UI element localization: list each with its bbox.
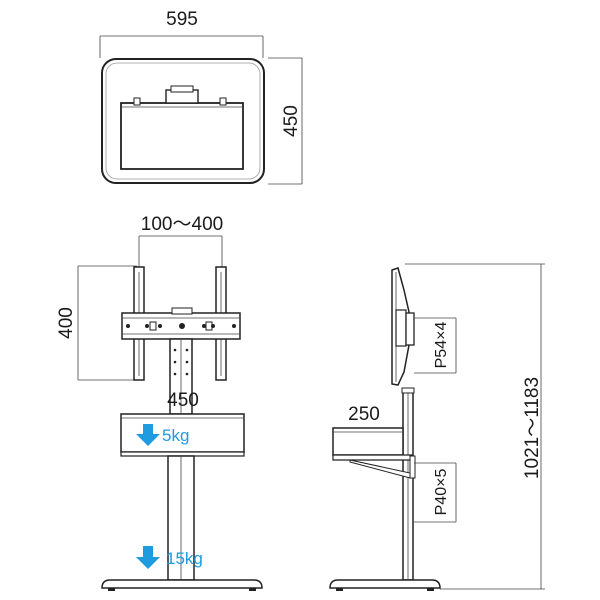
base-load-arrow-icon — [136, 546, 160, 569]
base-load-label: 15kg — [166, 549, 203, 568]
mount-pitch-label: P54×4 — [433, 322, 450, 369]
front-view: 100～400 400 — [56, 214, 263, 591]
shelf-depth-label: 250 — [348, 404, 380, 425]
top-depth-dimension: 450 — [268, 57, 303, 185]
height-range-dimension: 1021～1183 — [405, 263, 545, 590]
shelf-top-outline — [120, 102, 244, 170]
vesa-width-label: 100～400 — [141, 214, 223, 235]
shelf-load-indicator: 5kg — [136, 424, 189, 446]
vesa-width-dimension: 100～400 — [138, 214, 223, 268]
mount-plate — [121, 307, 241, 340]
top-depth-label: 450 — [281, 105, 302, 137]
lower-pole — [167, 455, 195, 581]
base-side — [329, 579, 441, 591]
vesa-height-label: 400 — [56, 307, 77, 339]
shelf-pitch-dimension: P40×5 — [414, 462, 457, 523]
shelf-width-label: 450 — [167, 390, 199, 411]
side-view: 1021～1183 P54×4 250 — [329, 263, 545, 591]
base-load-indicator: 15kg — [136, 546, 203, 569]
mount-bracket-side — [405, 312, 415, 346]
top-view: 595 450 — [99, 9, 303, 185]
shelf-pitch-label: P40×5 — [433, 469, 450, 516]
vesa-height-dimension: 400 — [56, 265, 137, 381]
shelf-load-label: 5kg — [162, 426, 189, 445]
base-front — [101, 579, 263, 591]
shelf-front — [120, 413, 245, 457]
top-width-dimension: 595 — [99, 9, 264, 58]
height-range-label: 1021～1183 — [522, 377, 543, 479]
tv-panel-side — [391, 267, 410, 386]
shelf-side — [332, 427, 416, 479]
mount-pitch-dimension: P54×4 — [414, 317, 457, 374]
shelf-load-arrow-icon — [136, 424, 160, 446]
base-plate-inner — [105, 62, 261, 180]
pole-side — [401, 387, 415, 581]
top-width-label: 595 — [166, 9, 198, 30]
